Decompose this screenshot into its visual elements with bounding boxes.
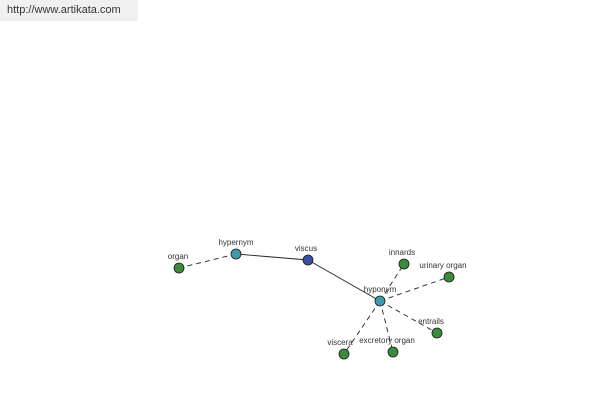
node-viscus-label: viscus bbox=[295, 244, 317, 253]
node-urinary-organ-dot[interactable] bbox=[443, 271, 455, 283]
edge-hyponym-innards bbox=[379, 263, 405, 302]
node-viscus[interactable]: viscus bbox=[295, 244, 317, 266]
edge-hyponym-urinary-organ bbox=[379, 276, 450, 302]
node-organ-dot[interactable] bbox=[173, 262, 185, 274]
node-organ[interactable]: organ bbox=[168, 252, 188, 274]
node-hypernym[interactable]: hypernym bbox=[218, 238, 254, 260]
node-hyponym-label: hyponym bbox=[364, 285, 397, 294]
node-hyponym-dot[interactable] bbox=[374, 295, 386, 307]
node-viscus-dot[interactable] bbox=[302, 254, 314, 266]
edge-hyponym-entrails bbox=[379, 300, 438, 334]
edge-hypernym-organ bbox=[178, 253, 237, 269]
node-entrails-dot[interactable] bbox=[431, 327, 443, 339]
node-urinary-organ-label: urinary organ bbox=[419, 261, 466, 270]
node-viscera-dot[interactable] bbox=[338, 348, 350, 360]
edge-viscus-hypernym bbox=[235, 253, 309, 261]
node-excretory-organ[interactable]: excretory organ bbox=[359, 336, 415, 358]
node-urinary-organ[interactable]: urinary organ bbox=[419, 261, 467, 283]
graph-nodes: viscus hypernym hyponym organ innards urinary… bbox=[168, 238, 467, 360]
node-innards-dot[interactable] bbox=[398, 258, 410, 270]
node-entrails-label: entrails bbox=[418, 317, 444, 326]
node-hypernym-dot[interactable] bbox=[230, 248, 242, 260]
node-innards[interactable]: innards bbox=[389, 248, 415, 270]
node-entrails[interactable]: entrails bbox=[418, 317, 444, 339]
edge-hyponym-viscera bbox=[343, 300, 381, 355]
node-innards-label: innards bbox=[389, 248, 415, 257]
node-viscera[interactable]: viscera bbox=[327, 338, 353, 360]
source-url[interactable]: http://www.artikata.com bbox=[0, 0, 138, 21]
graph-edges bbox=[178, 253, 450, 355]
node-excretory-organ-label: excretory organ bbox=[359, 336, 415, 345]
node-organ-label: organ bbox=[168, 252, 188, 261]
node-hypernym-label: hypernym bbox=[218, 238, 253, 247]
edge-viscus-hyponym bbox=[307, 259, 381, 302]
node-viscera-label: viscera bbox=[327, 338, 353, 347]
node-excretory-organ-dot[interactable] bbox=[387, 346, 399, 358]
node-hyponym[interactable]: hyponym bbox=[364, 285, 397, 307]
